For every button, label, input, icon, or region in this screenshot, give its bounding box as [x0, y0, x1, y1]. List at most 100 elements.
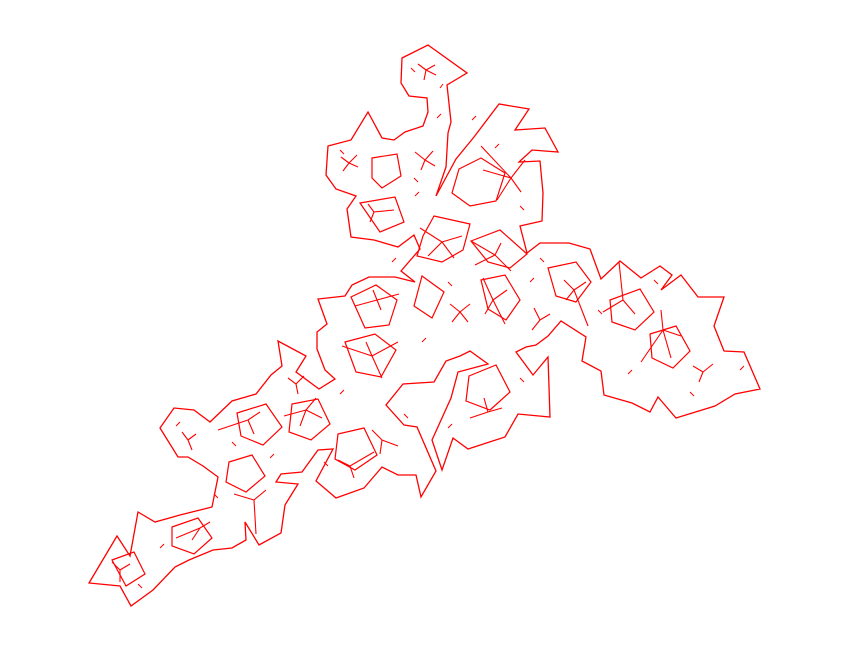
dash-mark [339, 149, 345, 155]
spoke-cluster [233, 489, 267, 535]
spoke [354, 299, 378, 307]
spoke [349, 451, 375, 467]
spoke [283, 409, 307, 417]
spoke [427, 241, 443, 257]
dash-mark [413, 177, 419, 183]
spoke-cluster [469, 397, 503, 419]
spoke [510, 159, 526, 179]
spoke [376, 299, 382, 311]
spoke [487, 407, 503, 413]
spoke [692, 365, 704, 373]
spoke-cluster [692, 363, 714, 383]
spoke [470, 240, 496, 256]
spoke [372, 289, 378, 301]
dash-mark [231, 441, 237, 447]
spoke [420, 159, 426, 171]
dash-mark [137, 583, 143, 589]
spoke [187, 439, 193, 451]
inner-path [358, 196, 405, 233]
spoke-cluster [175, 521, 211, 541]
spoke [342, 162, 350, 172]
dash-mark [436, 113, 442, 119]
dash-mark [421, 337, 427, 343]
dash-mark [689, 391, 695, 397]
spoke [494, 254, 512, 272]
spoke-cluster [602, 261, 636, 315]
dash-mark [213, 493, 219, 499]
spoke [496, 177, 512, 201]
spoke [563, 279, 575, 291]
spoke [531, 319, 541, 331]
spoke [459, 311, 469, 323]
dash-mark [447, 423, 453, 429]
spoke [565, 289, 575, 301]
spoke [702, 363, 714, 373]
spoke-cluster [341, 341, 399, 379]
spoke [233, 493, 255, 501]
spoke [441, 241, 455, 259]
spoke [618, 261, 624, 301]
dash-mark [414, 191, 420, 197]
dash-mark [739, 365, 745, 371]
spoke [295, 375, 305, 385]
spoke [305, 409, 323, 419]
inner-path [547, 261, 592, 303]
dash-mark [439, 83, 444, 89]
spoke [573, 281, 587, 291]
spoke-cluster [354, 289, 400, 311]
spoke-cluster [283, 397, 323, 427]
inner-path [334, 427, 378, 471]
spoke-cluster [482, 277, 508, 325]
spoke-cluster [111, 561, 131, 582]
spoke [337, 459, 351, 467]
spoke-cluster [287, 375, 305, 395]
spoke [253, 489, 267, 501]
spoke [187, 433, 197, 441]
dash-mark [403, 413, 409, 419]
spoke [299, 409, 307, 427]
spoke-cluster [480, 145, 526, 201]
spoke-cluster [181, 431, 197, 451]
spoke [602, 299, 624, 313]
spoke-cluster [417, 63, 437, 81]
spoke [199, 521, 211, 529]
spoke [414, 151, 426, 161]
dash-mark [159, 543, 165, 549]
spoke-cluster [470, 240, 512, 272]
inner-path [371, 153, 402, 189]
spoke [425, 69, 437, 76]
spoke [482, 169, 512, 179]
spoke [451, 311, 461, 323]
spoke [423, 69, 427, 81]
spoke [492, 299, 506, 325]
spoke [510, 177, 522, 193]
inner-path [111, 551, 146, 587]
dash-mark [519, 205, 525, 211]
spoke [660, 309, 664, 331]
spoke [492, 289, 508, 301]
spoke-cluster [371, 429, 399, 455]
spoke [441, 235, 463, 243]
spoke [539, 313, 551, 321]
dash-mark [539, 257, 545, 263]
dash-mark [471, 115, 477, 121]
spoke [305, 397, 317, 411]
spoke [698, 371, 704, 383]
inner-path [451, 157, 506, 207]
spoke [340, 156, 350, 164]
dash-mark [410, 67, 416, 73]
inner-path [236, 403, 283, 446]
spoke-cluster [414, 150, 436, 171]
inner-path [288, 398, 331, 441]
spoke [379, 439, 383, 455]
spoke [662, 329, 682, 337]
spoke [449, 303, 461, 313]
inner-path [470, 229, 528, 269]
dash-mark [175, 421, 181, 427]
spoke [247, 411, 261, 421]
spoke [175, 527, 201, 539]
inner-path [480, 274, 521, 321]
spoke [533, 307, 541, 321]
spoke-cluster [531, 307, 551, 331]
spoke [381, 439, 399, 447]
